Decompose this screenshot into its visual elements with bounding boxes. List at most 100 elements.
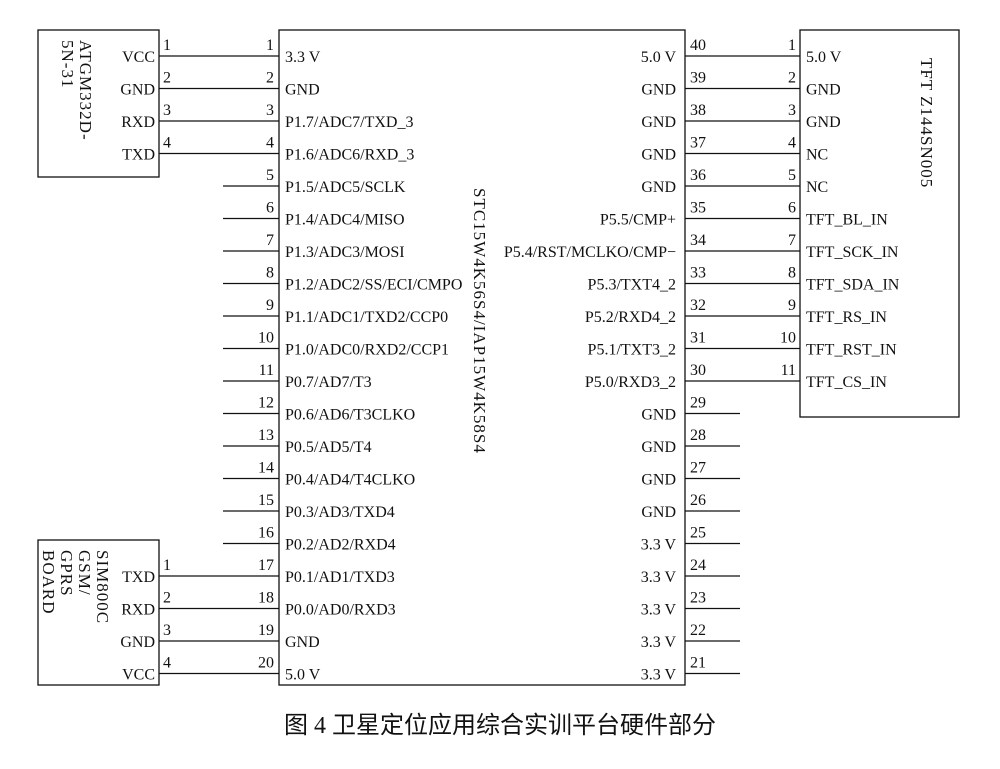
mcu-chip-box	[278, 29, 686, 686]
chip-right-pin-label: GND	[641, 179, 676, 196]
chip-right-pin-number: 38	[690, 102, 706, 119]
chip-right-pin-label: GND	[641, 504, 676, 521]
chip-left-pin-label: P1.6/ADC6/RXD_3	[285, 147, 414, 164]
chip-left-pin-label: P1.7/ADC7/TXD_3	[285, 114, 413, 131]
tft-pin-label: TFT_RS_IN	[806, 309, 887, 326]
chip-left-pin-label: P1.3/ADC3/MOSI	[285, 244, 405, 261]
gsm-module-name-line3: GPRS	[57, 550, 76, 597]
chip-left-pin-number: 18	[258, 590, 274, 607]
tft-pin-label: NC	[806, 147, 828, 164]
chip-right-pin-number: 30	[690, 362, 706, 379]
chip-right-pin-number: 33	[690, 265, 706, 282]
gps-pin-number: 2	[163, 70, 171, 87]
chip-right-pin-number: 29	[690, 395, 706, 412]
tft-pin-label: TFT_SDA_IN	[806, 277, 900, 294]
tft-pin-number: 9	[788, 297, 796, 314]
gps-pin-number: 3	[163, 102, 171, 119]
chip-right-pin-label: 5.0 V	[641, 49, 677, 66]
tft-pin-label: 5.0 V	[806, 49, 842, 66]
gsm-pin-label: RXD	[121, 602, 155, 619]
chip-left-pin-number: 4	[266, 135, 274, 152]
chip-left-pin-number: 2	[266, 70, 274, 87]
chip-right-pin-label: GND	[641, 472, 676, 489]
chip-right-pin-label: 3.3 V	[641, 667, 677, 684]
chip-right-pin-label: 3.3 V	[641, 537, 677, 554]
chip-left-pin-number: 13	[258, 427, 274, 444]
chip-left-pin-label: 5.0 V	[285, 667, 321, 684]
chip-right-pin-number: 22	[690, 622, 706, 639]
chip-left-pin-label: P0.1/AD1/TXD3	[285, 569, 395, 586]
gps-pin-number: 1	[163, 37, 171, 54]
chip-left-pin-number: 6	[266, 200, 274, 217]
chip-right-pin-number: 35	[690, 200, 706, 217]
chip-left-pin-label: P1.2/ADC2/SS/ECI/CMPO	[285, 277, 462, 294]
tft-pin-number: 5	[788, 167, 796, 184]
chip-right-pin-label: P5.0/RXD3_2	[585, 374, 676, 391]
chip-right-pin-label: GND	[641, 147, 676, 164]
tft-pin-label: GND	[806, 114, 841, 131]
tft-pin-label: TFT_CS_IN	[806, 374, 887, 391]
chip-right-pin-label: GND	[641, 439, 676, 456]
tft-pin-number: 8	[788, 265, 796, 282]
chip-right-pin-label: GND	[641, 114, 676, 131]
gsm-pin-number: 1	[163, 557, 171, 574]
tft-pin-label: TFT_RST_IN	[806, 342, 897, 359]
chip-left-pin-number: 10	[258, 330, 274, 347]
chip-right-pin-label: 3.3 V	[641, 602, 677, 619]
chip-left-pin-number: 17	[258, 557, 274, 574]
chip-left-pin-number: 7	[266, 232, 274, 249]
tft-pin-number: 7	[788, 232, 796, 249]
chip-right-pin-label: P5.5/CMP+	[600, 212, 676, 229]
tft-pin-number: 3	[788, 102, 796, 119]
gps-module-box	[37, 29, 160, 178]
chip-right-pin-number: 26	[690, 492, 706, 509]
tft-pin-number: 10	[780, 330, 796, 347]
gps-pin-label: RXD	[121, 114, 155, 131]
gsm-module-box	[37, 539, 160, 686]
gsm-module-name-line4: BOARD	[39, 550, 58, 615]
gps-pin-number: 4	[163, 135, 171, 152]
gsm-pin-number: 3	[163, 622, 171, 639]
chip-left-pin-label: GND	[285, 82, 320, 99]
chip-left-pin-label: P0.7/AD7/T3	[285, 374, 372, 391]
chip-left-pin-number: 9	[266, 297, 274, 314]
tft-pin-number: 1	[788, 37, 796, 54]
chip-left-pin-label: P0.2/AD2/RXD4	[285, 537, 396, 554]
mcu-chip-name: STC15W4K56S4/IAP15W4K58S4	[470, 188, 489, 454]
tft-module-name: TFT Z144SN005	[917, 58, 936, 188]
chip-right-pin-label: P5.4/RST/MCLKO/CMP−	[504, 244, 676, 261]
chip-right-pin-label: 3.3 V	[641, 569, 677, 586]
gps-pin-label: VCC	[122, 49, 155, 66]
gps-pin-label: GND	[120, 82, 155, 99]
gps-pin-label: TXD	[122, 147, 155, 164]
gsm-pin-number: 2	[163, 590, 171, 607]
chip-left-pin-number: 8	[266, 265, 274, 282]
tft-pin-number: 11	[781, 362, 796, 379]
chip-left-pin-number: 14	[258, 460, 274, 477]
gsm-pin-number: 4	[163, 655, 171, 672]
chip-left-pin-number: 15	[258, 492, 274, 509]
tft-pin-label: TFT_SCK_IN	[806, 244, 899, 261]
chip-right-pin-number: 24	[690, 557, 706, 574]
chip-right-pin-label: P5.1/TXT3_2	[588, 342, 676, 359]
chip-right-pin-number: 25	[690, 525, 706, 542]
chip-left-pin-label: 3.3 V	[285, 49, 321, 66]
chip-right-pin-label: GND	[641, 82, 676, 99]
chip-left-pin-label: P1.1/ADC1/TXD2/CCP0	[285, 309, 448, 326]
gsm-pin-label: GND	[120, 634, 155, 651]
chip-right-pin-number: 36	[690, 167, 706, 184]
chip-left-pin-number: 1	[266, 37, 274, 54]
tft-pin-label: TFT_BL_IN	[806, 212, 888, 229]
chip-left-pin-number: 16	[258, 525, 274, 542]
chip-right-pin-number: 37	[690, 135, 706, 152]
tft-module-box	[799, 29, 960, 418]
chip-left-pin-label: P1.5/ADC5/SCLK	[285, 179, 406, 196]
gps-module-name: ATGM332D-	[76, 40, 95, 141]
chip-left-pin-label: P0.4/AD4/T4CLKO	[285, 472, 415, 489]
chip-right-pin-label: GND	[641, 407, 676, 424]
tft-pin-label: NC	[806, 179, 828, 196]
chip-left-pin-label: P0.5/AD5/T4	[285, 439, 372, 456]
chip-right-pin-number: 23	[690, 590, 706, 607]
pins-layer: 13.3 V2GND3P1.7/ADC7/TXD_34P1.6/ADC6/RXD…	[120, 37, 899, 684]
